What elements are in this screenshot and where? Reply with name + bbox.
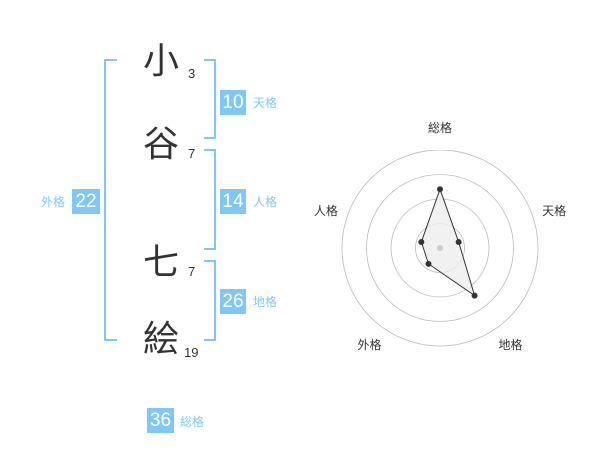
radar-axis-label-chikaku: 地格 bbox=[498, 338, 523, 353]
jinkaku-label: 人格 bbox=[253, 195, 278, 209]
radar-axis-label-soukaku: 総格 bbox=[428, 121, 453, 135]
stroke-count-2: 7 bbox=[188, 146, 196, 161]
stroke-count-4: 19 bbox=[184, 345, 199, 360]
radar-ring bbox=[366, 174, 514, 322]
chikaku-badge: 26 bbox=[220, 289, 246, 314]
name-char-2: 谷 bbox=[143, 124, 180, 165]
radar-axis-label-jinkaku: 人格 bbox=[313, 203, 338, 218]
gaikaku-bracket bbox=[104, 59, 117, 341]
tenkaku-badge: 10 bbox=[220, 90, 246, 115]
stroke-count-3: 7 bbox=[188, 264, 196, 279]
radar-axis-label-gaikaku: 外格 bbox=[357, 338, 382, 353]
radar-point-0 bbox=[437, 186, 443, 193]
soukaku-label: 総格 bbox=[180, 415, 205, 429]
radar-point-1 bbox=[455, 238, 462, 245]
chikaku-bracket bbox=[204, 260, 216, 341]
radar-point-2 bbox=[471, 292, 478, 299]
soukaku-badge: 36 bbox=[147, 408, 174, 433]
radar-chart bbox=[341, 150, 539, 347]
radar-series-polygon bbox=[420, 187, 476, 297]
radar-axis-label-tenkaku: 天格 bbox=[542, 203, 567, 218]
radar-center-dot bbox=[437, 245, 443, 251]
name-char-4: 絵 bbox=[143, 319, 180, 360]
tenkaku-label: 天格 bbox=[253, 96, 278, 110]
name-char-3: 七 bbox=[143, 242, 180, 283]
jinkaku-bracket bbox=[204, 149, 216, 250]
gaikaku-label: 外格 bbox=[41, 195, 66, 209]
radar-point-4 bbox=[418, 238, 425, 245]
radar-ring bbox=[341, 150, 539, 347]
chikaku-label: 地格 bbox=[253, 295, 278, 309]
jinkaku-badge: 14 bbox=[220, 189, 246, 214]
name-char-1: 小 bbox=[143, 41, 180, 82]
stroke-count-1: 3 bbox=[188, 66, 196, 81]
tenkaku-bracket bbox=[204, 59, 216, 139]
gaikaku-badge: 22 bbox=[72, 189, 100, 214]
radar-point-3 bbox=[425, 260, 432, 267]
